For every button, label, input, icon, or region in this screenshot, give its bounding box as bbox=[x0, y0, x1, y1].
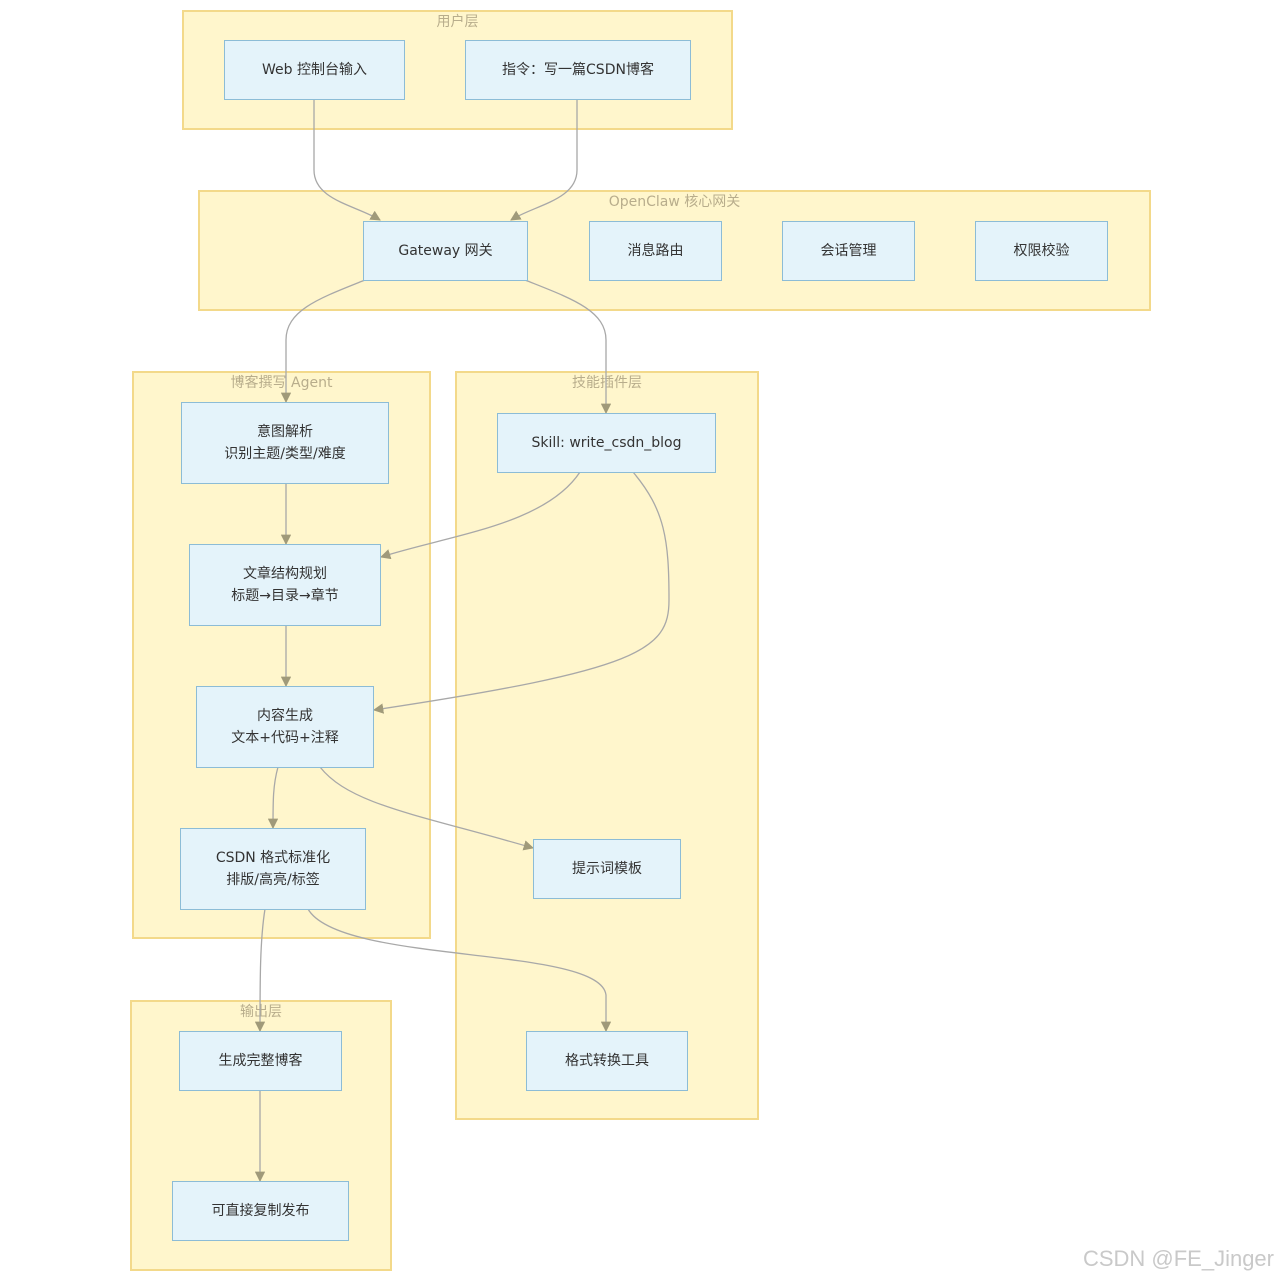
edge-skill-to-structure bbox=[380, 471, 581, 560]
node-label: Skill: write_csdn_blog bbox=[531, 435, 682, 451]
node-sublabel: 标题→目录→章节 bbox=[231, 588, 339, 604]
edge-format-to-generate bbox=[254, 908, 266, 1033]
edge-gateway-to-skill bbox=[524, 279, 612, 415]
node-skill-write-blog[interactable]: Skill: write_csdn_blog bbox=[497, 413, 716, 473]
node-label: 会话管理 bbox=[820, 243, 877, 259]
node-label: 权限校验 bbox=[1013, 243, 1070, 259]
node-label: 格式转换工具 bbox=[565, 1053, 649, 1069]
node-label: 意图解析 bbox=[257, 424, 313, 440]
node-label: 可直接复制发布 bbox=[211, 1203, 310, 1219]
node-intent-parsing[interactable]: 意图解析 识别主题/类型/难度 bbox=[181, 402, 389, 484]
node-label: Gateway 网关 bbox=[398, 243, 493, 259]
node-gateway[interactable]: Gateway 网关 bbox=[363, 221, 528, 281]
node-sublabel: 排版/高亮/标签 bbox=[226, 872, 320, 888]
watermark: CSDN @FE_Jinger bbox=[1082, 1246, 1274, 1271]
node-message-routing[interactable]: 消息路由 bbox=[589, 221, 722, 281]
node-format-converter[interactable]: 格式转换工具 bbox=[526, 1031, 688, 1091]
node-instruction[interactable]: 指令：写一篇CSDN博客 bbox=[465, 40, 691, 100]
node-label: 指令：写一篇CSDN博客 bbox=[502, 62, 654, 78]
node-permission-check[interactable]: 权限校验 bbox=[975, 221, 1108, 281]
node-label: 生成完整博客 bbox=[218, 1053, 303, 1069]
edge-content-to-format bbox=[267, 766, 279, 830]
edge-gateway-to-intent bbox=[280, 279, 366, 404]
node-web-console-input[interactable]: Web 控制台输入 bbox=[224, 40, 405, 100]
edge-content-to-prompt bbox=[319, 766, 534, 851]
cluster-title: 用户层 bbox=[436, 14, 479, 30]
node-generate-blog[interactable]: 生成完整博客 bbox=[179, 1031, 342, 1091]
node-content-generation[interactable]: 内容生成 文本+代码+注释 bbox=[196, 686, 374, 768]
cluster-title: 博客撰写 Agent bbox=[230, 375, 333, 391]
cluster-skill-plugins: 技能插件层 bbox=[455, 371, 759, 1120]
edge-instruction-to-gateway bbox=[510, 99, 578, 221]
edge-web-to-gateway bbox=[313, 99, 381, 221]
node-label: 提示词模板 bbox=[572, 861, 642, 877]
node-sublabel: 识别主题/类型/难度 bbox=[224, 446, 346, 462]
node-label: 文章结构规划 bbox=[243, 566, 327, 582]
node-label: Web 控制台输入 bbox=[262, 62, 367, 78]
edge-skill-to-content bbox=[372, 471, 670, 714]
node-sublabel: 文本+代码+注释 bbox=[231, 730, 339, 746]
node-label: 消息路由 bbox=[627, 243, 684, 259]
node-label: 内容生成 bbox=[257, 708, 313, 724]
node-ready-to-publish[interactable]: 可直接复制发布 bbox=[172, 1181, 349, 1241]
cluster-title: 技能插件层 bbox=[572, 375, 642, 391]
cluster-title: 输出层 bbox=[240, 1004, 282, 1020]
node-session-management[interactable]: 会话管理 bbox=[782, 221, 915, 281]
node-csdn-format[interactable]: CSDN 格式标准化 排版/高亮/标签 bbox=[180, 828, 366, 910]
node-prompt-template[interactable]: 提示词模板 bbox=[533, 839, 681, 899]
cluster-title: OpenClaw 核心网关 bbox=[608, 194, 741, 210]
node-label: CSDN 格式标准化 bbox=[215, 850, 331, 866]
node-structure-planning[interactable]: 文章结构规划 标题→目录→章节 bbox=[189, 544, 381, 626]
edge-format-to-converter bbox=[307, 908, 612, 1033]
